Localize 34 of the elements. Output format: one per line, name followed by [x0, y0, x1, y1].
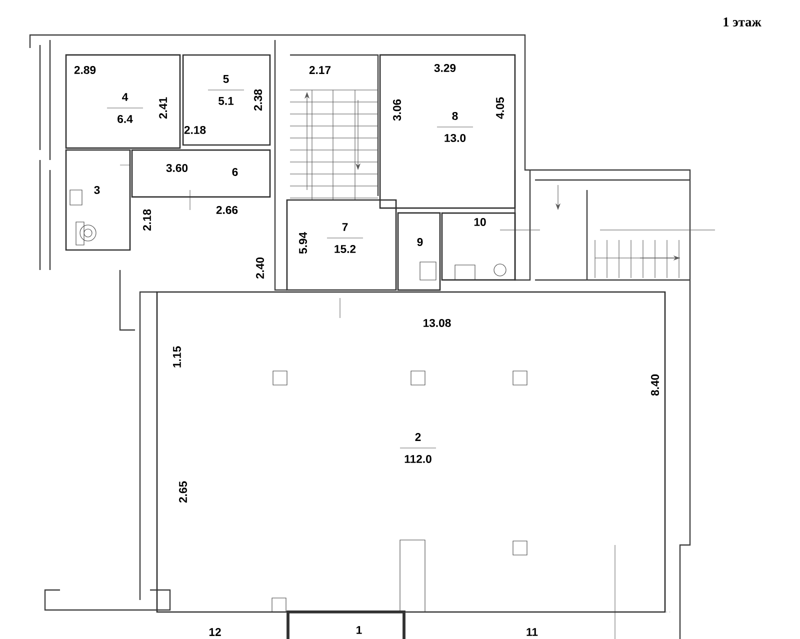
dimension-label: 2.89 [74, 66, 96, 74]
room-number: 5 [223, 75, 229, 83]
room-area: 13.0 [444, 134, 466, 142]
room-number: 2 [415, 433, 421, 441]
dimension-label: 8.40 [651, 374, 659, 396]
floor-title: 1 этаж [724, 18, 762, 26]
dimension-label: 5.94 [299, 232, 307, 254]
dimension-label: 1.15 [173, 346, 181, 368]
room-area: 5.1 [218, 97, 234, 105]
dimension-label: 2.17 [309, 66, 331, 74]
dimension-label: 4.05 [496, 97, 504, 119]
room-area: 112.0 [404, 455, 432, 463]
room-number: 3 [94, 186, 100, 194]
dimension-label: 11 [526, 628, 538, 636]
dimension-label: 2.18 [143, 209, 152, 231]
dimension-label: 2.38 [254, 89, 262, 111]
dimension-label: 3.29 [434, 64, 456, 72]
room-area: 15.2 [334, 245, 356, 253]
dimension-label: 2.41 [159, 97, 167, 119]
room-number: 6 [232, 168, 238, 176]
dimension-label: 12 [209, 628, 221, 636]
room-number: 4 [122, 93, 128, 101]
dimension-label: 2.65 [179, 481, 188, 503]
dimension-label: 13.08 [424, 318, 451, 328]
room-area: 6.4 [118, 115, 133, 123]
room-number: 9 [417, 238, 423, 246]
dimension-label: 2.18 [184, 126, 206, 134]
room-number: 7 [342, 223, 348, 231]
room-number: 8 [452, 112, 458, 120]
dimension-label: 3.60 [166, 164, 188, 172]
dimension-label: 3.06 [393, 99, 402, 121]
room-number: 10 [474, 218, 486, 226]
dimension-label: 2.40 [256, 257, 264, 279]
room-number: 1 [356, 626, 362, 634]
